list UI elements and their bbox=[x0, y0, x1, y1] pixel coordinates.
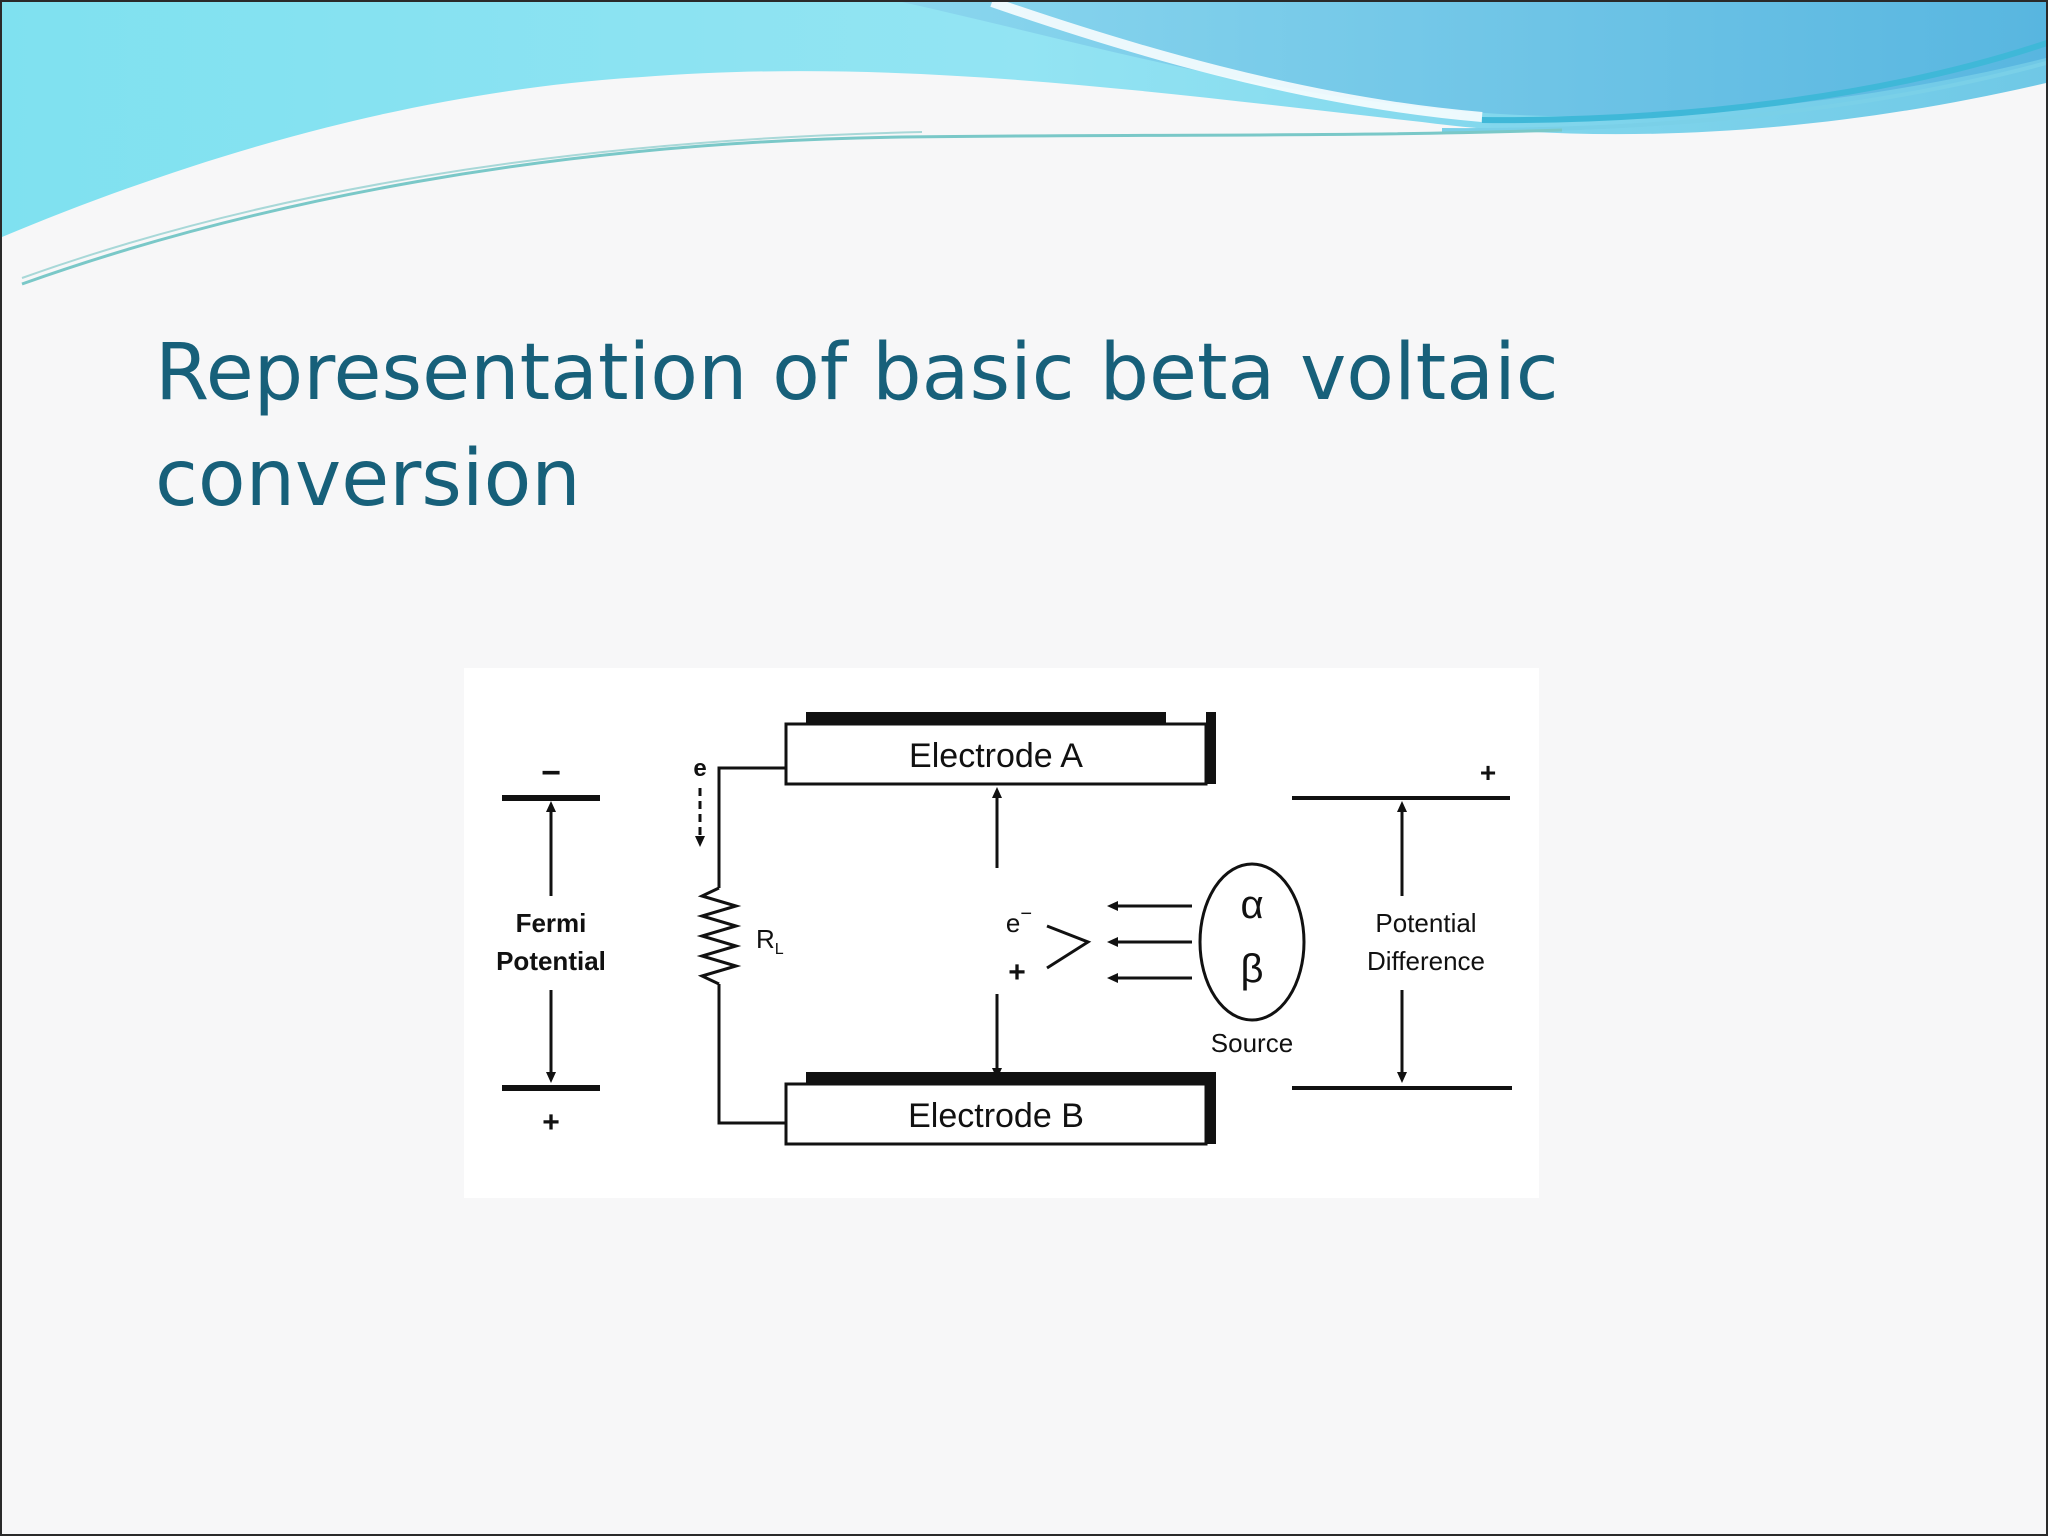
pair-hole-label: + bbox=[1008, 956, 1026, 989]
source-label: Source bbox=[1211, 1028, 1293, 1058]
circuit-wire-top bbox=[717, 766, 786, 888]
electrode-a-shadow bbox=[806, 712, 1166, 724]
load-resistor bbox=[696, 886, 742, 986]
circuit-electron-label: e bbox=[693, 755, 706, 782]
electrode-a-label: Electrode A bbox=[909, 737, 1083, 775]
pair-splitting-lines bbox=[1046, 924, 1092, 970]
resistor-label: RL bbox=[756, 924, 784, 958]
electrode-b bbox=[784, 1082, 1208, 1146]
fermi-label-line-2: Potential bbox=[496, 946, 606, 976]
slide-title: Representation of basic beta voltaic con… bbox=[155, 320, 1655, 532]
electrode-a bbox=[784, 722, 1208, 786]
fermi-bottom-sign: + bbox=[542, 1106, 560, 1139]
electrode-a-shadow-side bbox=[1206, 712, 1216, 784]
fermi-top-sign: − bbox=[541, 754, 561, 792]
diagram-canvas: Electrode A Electrode B − Fermi Potentia… bbox=[496, 712, 1512, 1146]
alpha-symbol: α bbox=[1240, 883, 1263, 927]
slide-title-line-1: Representation of basic beta voltaic bbox=[155, 328, 1559, 418]
fermi-label-line-1: Fermi bbox=[516, 908, 587, 938]
slide-title-line-2: conversion bbox=[155, 434, 581, 524]
radiation-source bbox=[1198, 862, 1306, 1022]
header-wave-decoration bbox=[2, 2, 2046, 286]
potential-label-line-1: Potential bbox=[1375, 908, 1476, 938]
electrode-b-label: Electrode B bbox=[908, 1097, 1084, 1135]
electrode-b-shadow bbox=[806, 1072, 1206, 1084]
betavoltaic-diagram: Electrode A Electrode B − Fermi Potentia… bbox=[464, 668, 1539, 1198]
electrode-b-shadow-side bbox=[1206, 1072, 1216, 1144]
circuit-wire-bottom bbox=[717, 984, 786, 1125]
potential-label-line-2: Difference bbox=[1367, 946, 1485, 976]
potential-top-sign: + bbox=[1480, 757, 1496, 788]
pair-electron-label: e− bbox=[1006, 903, 1032, 938]
beta-symbol: β bbox=[1240, 947, 1263, 991]
